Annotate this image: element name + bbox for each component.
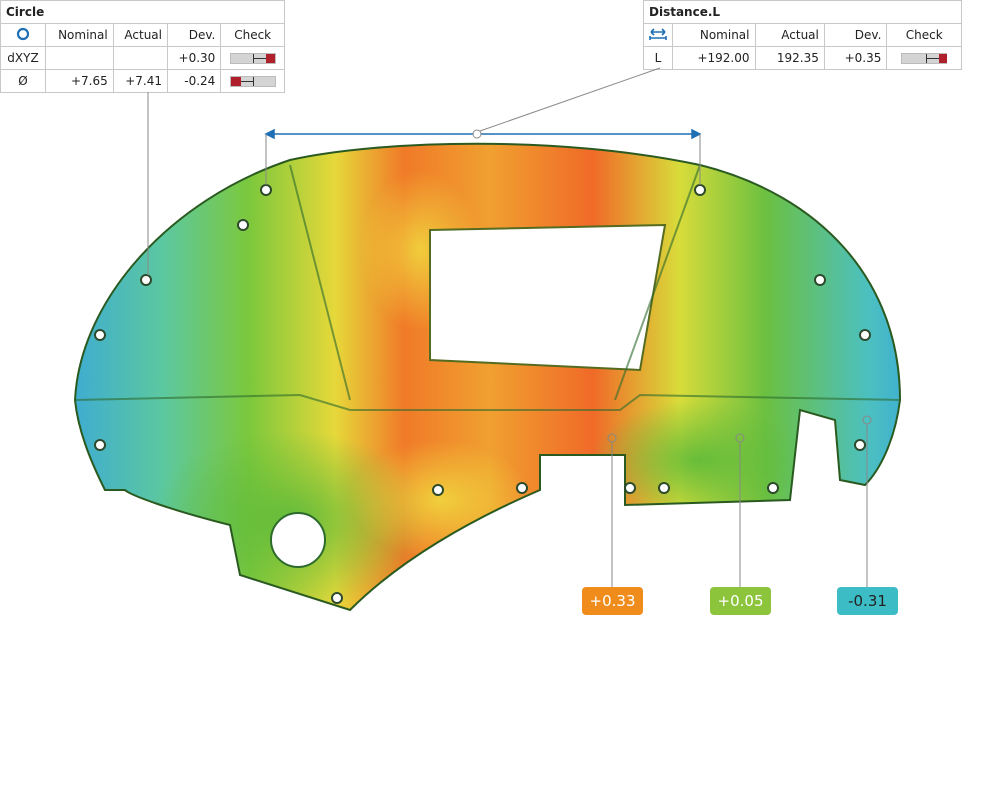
dev: +0.30	[166, 46, 222, 70]
dev: -0.24	[166, 69, 222, 93]
distance-dimension-line	[264, 128, 702, 185]
check-indicator	[220, 69, 285, 93]
table-row: Ø+7.65+7.41-0.24	[0, 69, 285, 93]
deviation-label-teal: -0.31	[837, 587, 898, 615]
nominal: +7.65	[45, 69, 114, 93]
circle-icon	[0, 23, 46, 47]
nominal: +192.00	[672, 46, 756, 70]
nominal	[45, 46, 114, 70]
table-title: Circle	[0, 0, 285, 24]
bore-hole	[270, 512, 326, 568]
distance-arrows-icon	[643, 23, 673, 47]
actual: 192.35	[754, 46, 825, 70]
circle-table: Circle Nominal Actual Dev. Check dXYZ+0.…	[0, 0, 285, 93]
leader-lines	[147, 67, 872, 587]
deviation-label-green: +0.05	[710, 587, 771, 615]
deviation-label-orange: +0.33	[582, 587, 643, 615]
header-dev: Dev.	[823, 23, 888, 47]
row-label: Ø	[0, 69, 46, 93]
row-label: dXYZ	[0, 46, 46, 70]
header-nominal: Nominal	[45, 23, 114, 47]
check-indicator	[886, 46, 962, 70]
distance-table: Distance.L Nominal Actual Dev. Check L+1…	[643, 0, 962, 70]
header-nominal: Nominal	[672, 23, 756, 47]
header-check: Check	[886, 23, 962, 47]
center-cutout	[429, 223, 667, 372]
header-dev: Dev.	[166, 23, 222, 47]
part-surface	[75, 143, 900, 610]
actual: +7.41	[112, 69, 168, 93]
table-title: Distance.L	[643, 0, 962, 24]
row-label: L	[643, 46, 673, 70]
header-actual: Actual	[754, 23, 825, 47]
